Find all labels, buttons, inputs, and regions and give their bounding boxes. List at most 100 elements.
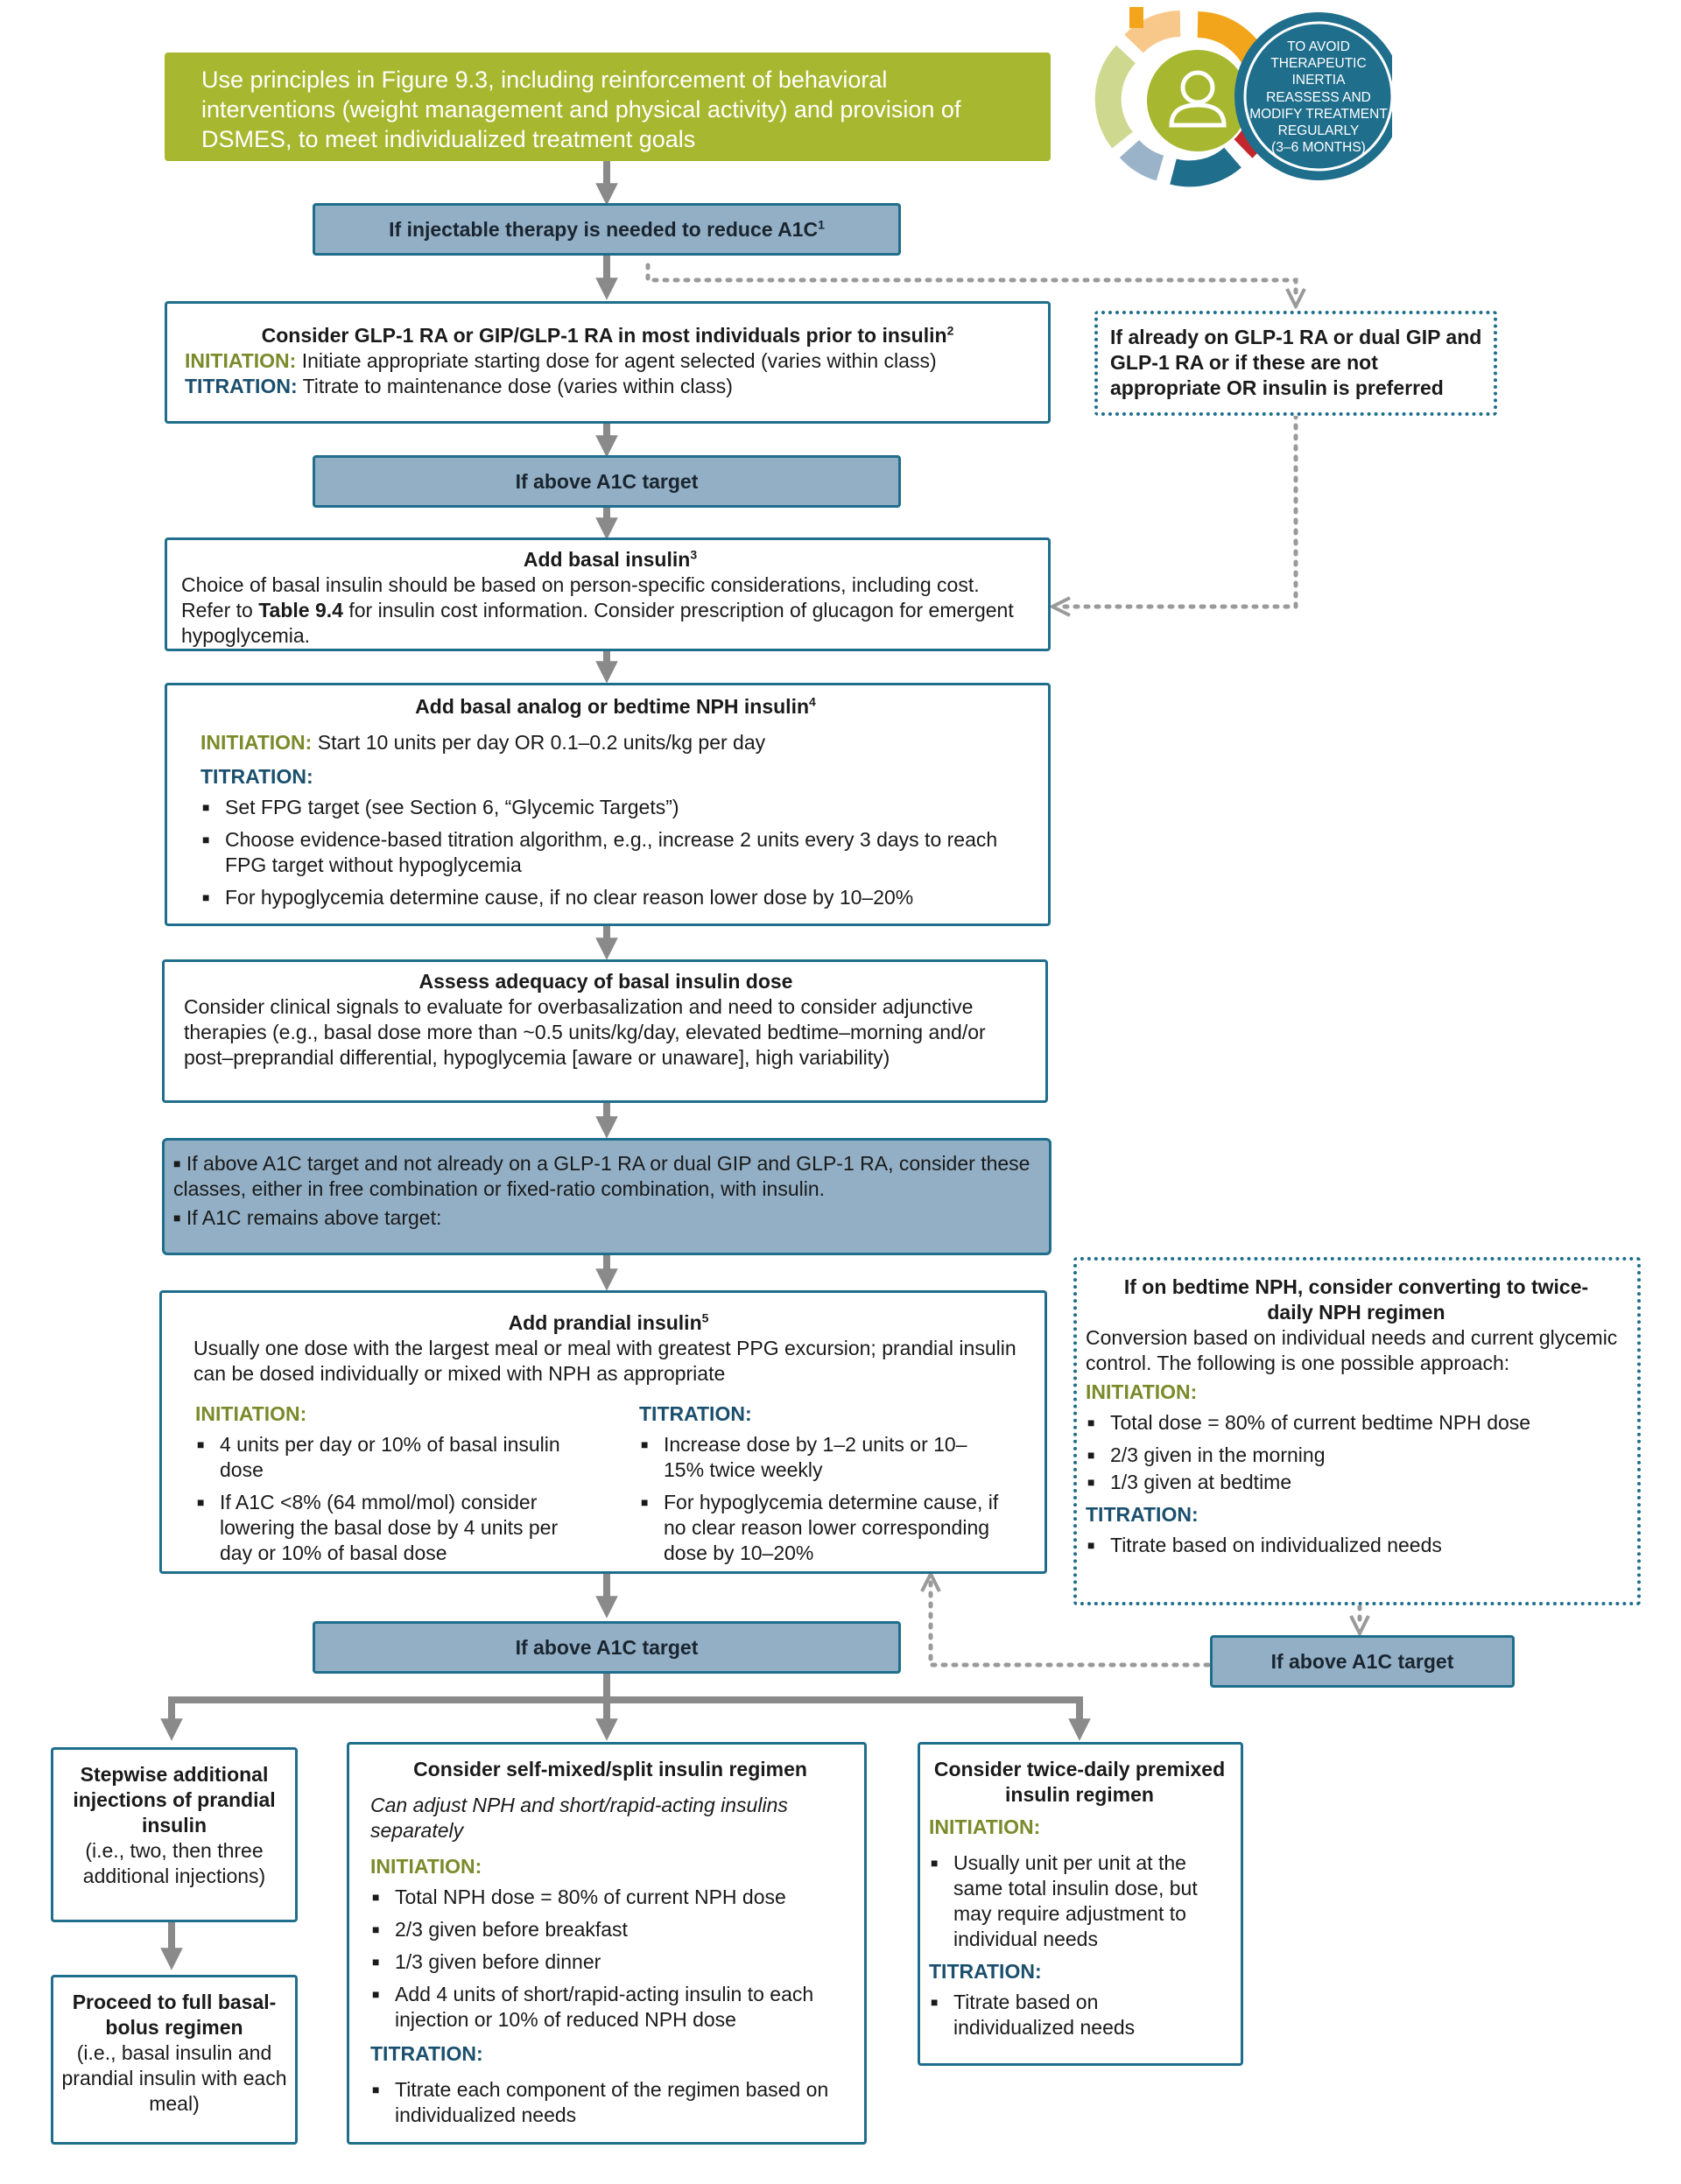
stepwise-text: Stepwise additional injections of prandi… — [73, 1763, 276, 1836]
initiation-label: INITIATION: — [1086, 1380, 1198, 1403]
footnote-marker: 1 — [818, 216, 825, 231]
classes-item-1: ■ If above A1C target and not already on… — [173, 1152, 1030, 1200]
list-item: Total NPH dose = 80% of current NPH dose — [370, 1885, 850, 1910]
initiation-label: INITIATION: — [929, 1815, 1041, 1838]
premixed-regimen-box: Consider twice-daily premixed insulin re… — [918, 1742, 1243, 2066]
above-target-text: If above A1C target — [515, 469, 699, 493]
list-item: 4 units per day or 10% of basal insulin … — [195, 1432, 589, 1483]
badge-text: INERTIA — [1292, 73, 1347, 88]
stepwise-subtext: (i.e., two, then three additional inject… — [82, 1839, 266, 1887]
badge-text: MODIFY TREATMENT — [1249, 107, 1388, 122]
titration-label: TITRATION: — [200, 765, 313, 788]
basal-line2: Refer to Table 9.4 for insulin cost info… — [181, 599, 1014, 647]
classes-item-2: ■ If A1C remains above target: — [173, 1206, 442, 1229]
above-target-step-1: If above A1C target — [313, 455, 901, 508]
prandial-insulin-box: Add prandial insulin5 Usually one dose w… — [159, 1290, 1047, 1574]
glp1-initiation-text: Initiate appropriate starting dose for a… — [301, 349, 937, 372]
cycle-ring-segment — [1170, 147, 1241, 187]
list-item: Add 4 units of short/rapid-acting insuli… — [370, 1982, 850, 2033]
above-target-text: If above A1C target — [1270, 1649, 1454, 1673]
premix-titration-list: Titrate based on individualized needs — [929, 1990, 1230, 2040]
list-item: 2/3 given before breakfast — [370, 1917, 850, 1942]
injectable-text: If injectable therapy is needed to reduc… — [389, 217, 819, 241]
badge-text: TO AVOID — [1287, 39, 1350, 54]
consider-classes-box: ■ If above A1C target and not already on… — [162, 1138, 1052, 1255]
titration-label: TITRATION: — [185, 375, 298, 397]
list-item: 2/3 given in the morning — [1086, 1443, 1627, 1468]
branch-line — [168, 1696, 1083, 1703]
already-on-glp1-box: If already on GLP-1 RA or dual GIP and G… — [1094, 311, 1497, 416]
badge-text: REGULARLY — [1278, 123, 1360, 138]
basal-title: Add basal insulin3 — [523, 547, 698, 571]
basal-line1: Choice of basal insulin should be based … — [181, 573, 980, 596]
list-item: Titrate each component of the regimen ba… — [370, 2077, 850, 2128]
above-target-step-2: If above A1C target — [313, 1621, 901, 1674]
analog-title: Add basal analog or bedtime NPH insulin4 — [415, 694, 816, 718]
titration-label: TITRATION: — [1086, 1503, 1199, 1526]
badge-text: THERAPEUTIC — [1270, 56, 1366, 71]
list-item: Total dose = 80% of current bedtime NPH … — [1086, 1410, 1627, 1436]
glp1-box: Consider GLP-1 RA or GIP/GLP-1 RA in mos… — [165, 301, 1051, 424]
prandial-titration-list: Increase dose by 1–2 units or 10–15% twi… — [639, 1432, 1007, 1566]
selfmix-note: Can adjust NPH and short/rapid-acting in… — [370, 1794, 788, 1842]
nph-title: If on bedtime NPH, consider converting t… — [1123, 1275, 1589, 1324]
assess-title: Assess adequacy of basal insulin dose — [418, 970, 793, 993]
list-item: 1/3 given before dinner — [370, 1949, 850, 1975]
list-item: Increase dose by 1–2 units or 10–15% twi… — [639, 1432, 1007, 1483]
bedtime-nph-box: If on bedtime NPH, consider converting t… — [1073, 1257, 1641, 1605]
list-item: If A1C <8% (64 mmol/mol) consider loweri… — [195, 1490, 589, 1566]
nph-titration-list: Titrate based on individualized needs — [1086, 1533, 1627, 1558]
banner-text: Use principles in Figure 9.3, including … — [201, 67, 961, 152]
initiation-label: INITIATION: — [200, 731, 313, 754]
titration-label: TITRATION: — [370, 2042, 483, 2065]
list-item: Set FPG target (see Section 6, “Glycemic… — [200, 795, 1030, 820]
basal-analog-box: Add basal analog or bedtime NPH insulin4… — [165, 683, 1051, 926]
initiation-label: INITIATION: — [185, 349, 297, 372]
cycle-ring-segment — [1094, 45, 1136, 149]
list-item: For hypoglycemia determine cause, if no … — [639, 1490, 1007, 1566]
assess-basal-box: Assess adequacy of basal insulin dose Co… — [162, 959, 1048, 1103]
cycle-ring-segment — [1119, 139, 1164, 181]
analog-initiation-text: Start 10 units per day OR 0.1–0.2 units/… — [317, 731, 766, 754]
bolus-text: Proceed to full basal-bolus regimen — [72, 1991, 277, 2039]
assess-text: Consider clinical signals to evaluate fo… — [184, 995, 986, 1069]
titration-label: TITRATION: — [639, 1402, 752, 1425]
selfmix-initiation-list: Total NPH dose = 80% of current NPH dose… — [370, 1885, 850, 2033]
treatment-goals-banner: Use principles in Figure 9.3, including … — [165, 53, 1051, 161]
already-text: If already on GLP-1 RA or dual GIP and G… — [1110, 326, 1482, 399]
nph-initiation-list: Total dose = 80% of current bedtime NPH … — [1086, 1410, 1627, 1495]
list-item: 1/3 given at bedtime — [1086, 1470, 1627, 1495]
list-item: Titrate based on individualized needs — [1086, 1533, 1627, 1558]
initiation-label: INITIATION: — [195, 1402, 307, 1425]
prandial-text: Usually one dose with the largest meal o… — [193, 1337, 1016, 1385]
premix-initiation-list: Usually unit per unit at the same total … — [929, 1850, 1230, 1952]
prandial-initiation: INITIATION: 4 units per day or 10% of ba… — [195, 1401, 589, 1573]
basal-insulin-box: Add basal insulin3 Choice of basal insul… — [165, 537, 1051, 651]
reassess-cycle-badge: TO AVOID THERAPEUTIC INERTIA REASSESS AN… — [1094, 7, 1392, 187]
nph-text: Conversion based on individual needs and… — [1086, 1326, 1618, 1374]
selfmix-titration-list: Titrate each component of the regimen ba… — [370, 2077, 850, 2128]
prandial-titration: TITRATION: Increase dose by 1–2 units or… — [639, 1401, 1007, 1573]
above-target-text: If above A1C target — [515, 1635, 699, 1659]
table-reference: Table 9.4 — [258, 599, 343, 621]
person-icon — [1169, 70, 1227, 128]
list-item: Titrate based on individualized needs — [929, 1990, 1230, 2040]
prandial-title: Add prandial insulin5 — [508, 1310, 709, 1334]
list-item: Usually unit per unit at the same total … — [929, 1850, 1230, 1952]
bolus-subtext: (i.e., basal insulin and prandial insuli… — [61, 2041, 287, 2115]
premix-title: Consider twice-daily premixed insulin re… — [933, 1758, 1226, 1806]
selfmix-title: Consider self-mixed/split insulin regime… — [413, 1758, 807, 1780]
prandial-initiation-list: 4 units per day or 10% of basal insulin … — [195, 1432, 589, 1566]
self-mixed-regimen-box: Consider self-mixed/split insulin regime… — [347, 1742, 867, 2145]
list-item: For hypoglycemia determine cause, if no … — [200, 885, 1030, 910]
titration-label: TITRATION: — [929, 1960, 1042, 1983]
injectable-needed-step: If injectable therapy is needed to reduc… — [313, 203, 901, 256]
glp1-title: Consider GLP-1 RA or GIP/GLP-1 RA in mos… — [261, 323, 954, 347]
glp1-titration-text: Titrate to maintenance dose (varies with… — [302, 375, 733, 397]
above-target-step-3: If above A1C target — [1210, 1635, 1515, 1688]
badge-text: REASSESS AND — [1266, 90, 1371, 105]
basal-bolus-box: Proceed to full basal-bolus regimen (i.e… — [51, 1975, 298, 2145]
dotted-arrow-already-to-basal — [1061, 412, 1298, 607]
dotted-arrow-to-already — [645, 263, 1296, 298]
